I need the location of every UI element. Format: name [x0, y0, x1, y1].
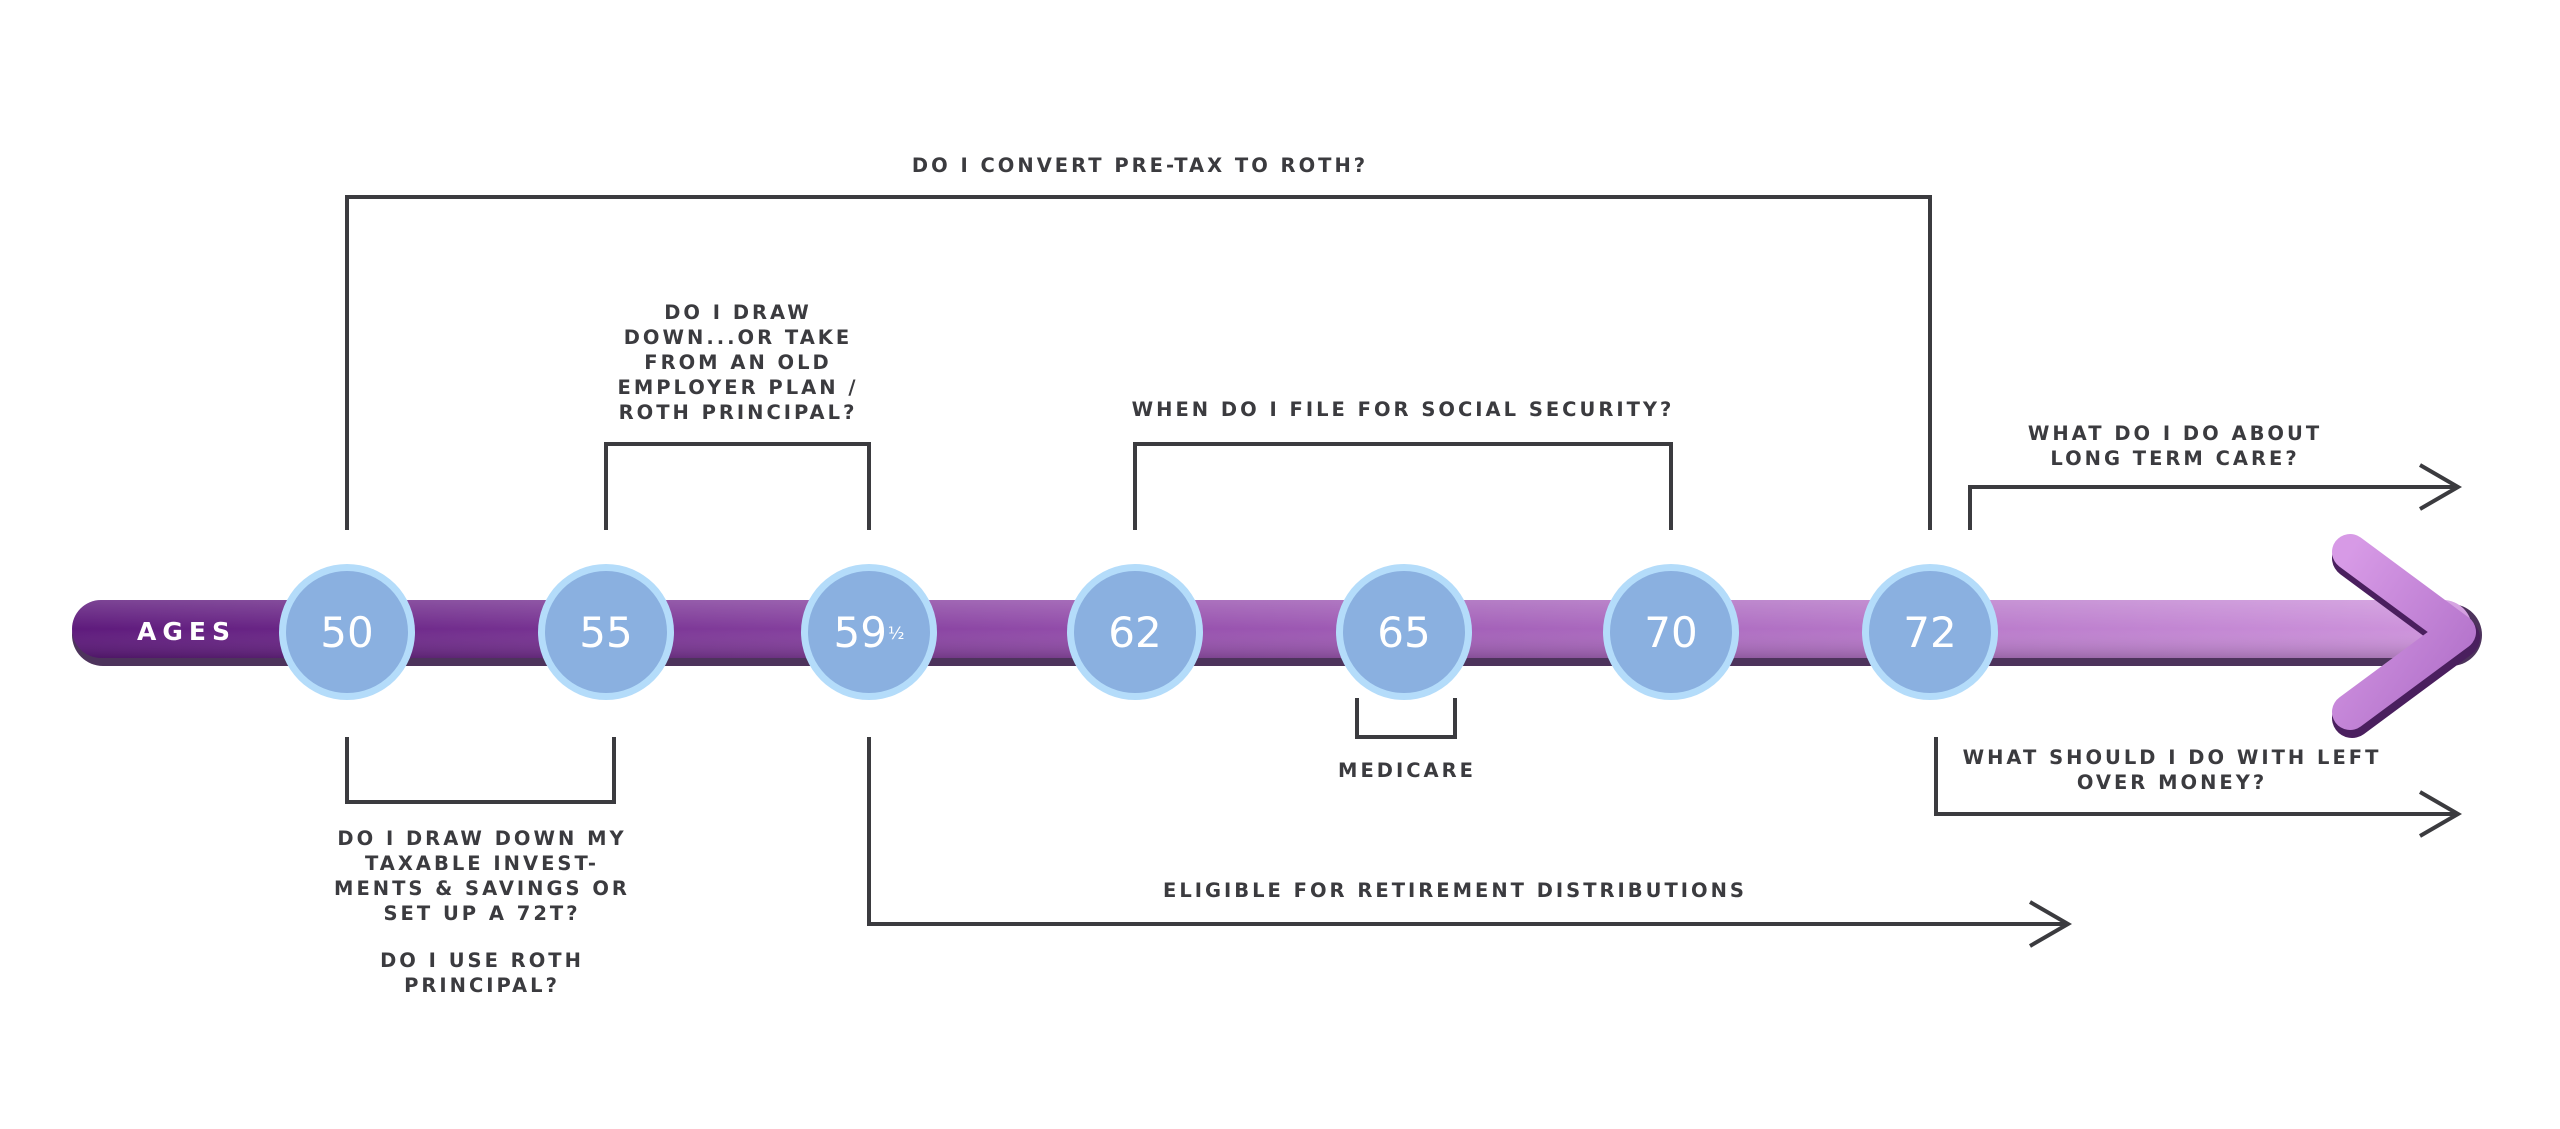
long-term-care-question: WHAT DO I DO ABOUT LONG TERM CARE? [2027, 422, 2323, 470]
age-circle [1074, 571, 1196, 693]
social-security-bracket [1133, 442, 1673, 530]
age-circle [1343, 571, 1465, 693]
retirement-distributions-label: ELIGIBLE FOR RETIREMENT DISTRIBUTIONS [1163, 879, 1747, 902]
left-over-money-arrowhead [2418, 790, 2462, 838]
draw-down-taxable-question: DO I DRAW DOWN MY TAXABLE INVEST- MENTS … [334, 827, 630, 925]
left-over-money-question: WHAT SHOULD I DO WITH LEFT OVER MONEY? [1962, 746, 2382, 794]
social-security-question: WHEN DO I FILE FOR SOCIAL SECURITY? [1131, 398, 1675, 421]
age-circle [286, 571, 408, 693]
age-circle [808, 571, 930, 693]
timeline-arrow-head [2332, 534, 2480, 738]
retirement-distributions-connector [867, 737, 2066, 926]
roth-principal-question: DO I USE ROTH PRINCIPAL? [380, 949, 584, 997]
long-term-care-connector [1968, 485, 2456, 530]
ages-axis-label: AGES [137, 617, 236, 646]
medicare-bracket [1355, 698, 1457, 739]
age-circle [1610, 571, 1732, 693]
medicare-label: MEDICARE [1338, 759, 1476, 782]
timeline-bar-shading [72, 600, 2472, 658]
left-over-money-connector [1934, 737, 2456, 816]
age-circles [279, 564, 1998, 700]
age-circle [1869, 571, 1991, 693]
draw-down-old-plan-bracket [604, 442, 871, 530]
draw-down-old-plan-question: DO I DRAW DOWN...OR TAKE FROM AN OLD EMP… [617, 301, 859, 424]
convert-roth-question: DO I CONVERT PRE-TAX TO ROTH? [911, 154, 1369, 177]
draw-down-taxable-bracket [345, 737, 616, 804]
age-circle [545, 571, 667, 693]
long-term-care-arrowhead [2418, 463, 2462, 511]
retirement-distributions-arrowhead [2028, 900, 2072, 948]
convert-roth-bracket [345, 195, 1932, 530]
